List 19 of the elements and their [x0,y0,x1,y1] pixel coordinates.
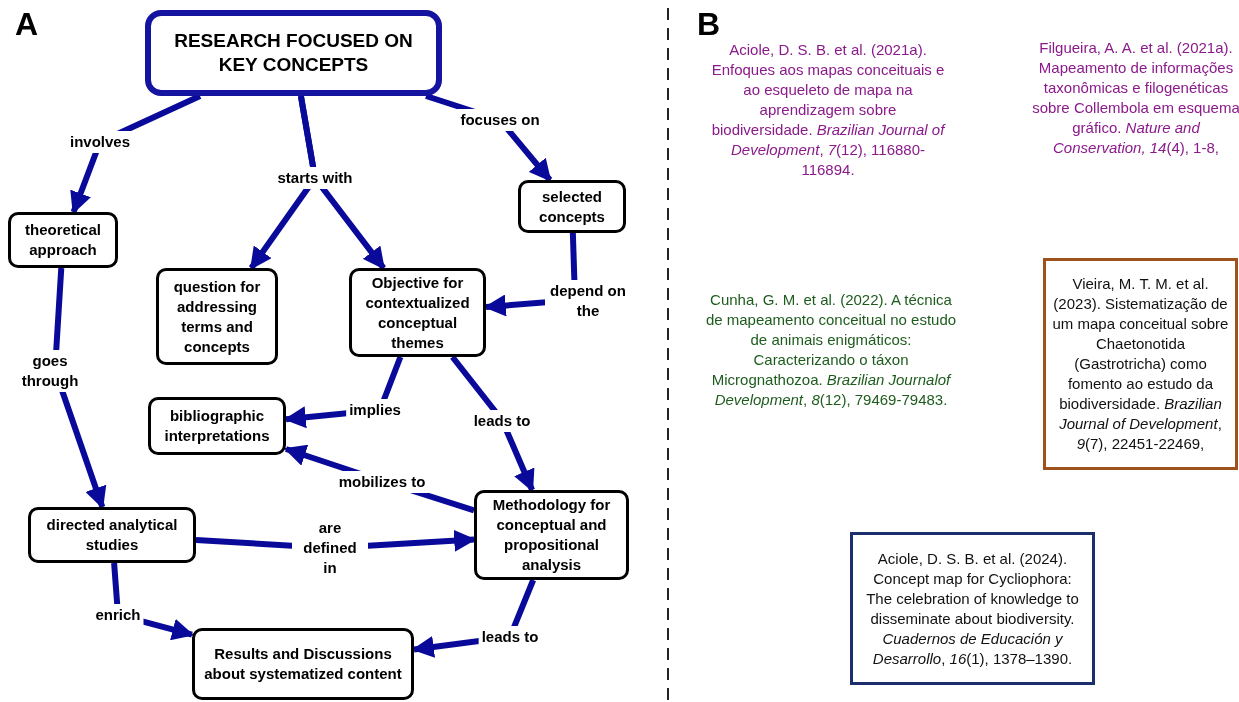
concept-box: Methodology for conceptual and propositional analysis [474,490,629,580]
reference-text: Aciole, D. S. B. et al. (2021a). Enfoques aos mapas conceituais e ao esqueleto de mapa na aprendizagem sobre biodiversidade. Brazilian Journal of Development, 7(12), 116880-116894. [710,40,947,180]
concept-box: directed analytical studies [28,507,196,563]
arrow [450,355,535,492]
reference-text: Filgueira, A. A. et al. (2021a). Mapeamento de informações taxonômicas e filogenéticas sobre Collembola em esquema gráfico. Nature and Conservation, 14(4), 1-8, [1031,38,1239,158]
concept-box: Results and Discussions about systematized content [192,628,414,700]
reference-box: Vieira, M. T. M. et al. (2023). Sistematização de um mapa conceitual sobre Chaetonotida (Gastrotricha) como fomento ao estudo da biodiversidade. Brazilian Journal of Development, 9(7), 22451-22469, [1043,258,1238,470]
arrow [297,95,386,270]
concept-box: selected concepts [518,180,626,233]
panel-letter: B [697,6,721,43]
panel-letter: A [15,6,39,43]
concept-box: Objective for contextualized conceptual themes [349,268,486,357]
concept-box: theoretical approach [8,212,118,268]
edge-label: implies [346,399,404,421]
concept-box: bibliographic interpretations [148,397,286,455]
main-concept-box: RESEARCH FOCUSED ON KEY CONCEPTS [145,10,442,96]
reference-text: Cunha, G. M. et al. (2022). A técnica de mapeamento conceitual no estudo de animais enigmáticos: Caracterizando o táxon Micrognathozoa. Brazilian Journalof Development, 8(12), 79469-79483. [704,290,958,410]
reference-box: Aciole, D. S. B. et al. (2024). Concept map for Cycliophora: The celebration of knowledge to disseminate about biodiversity. Cuadernos de Educación y Desarrollo, 16(1), 1378–1390. [850,532,1095,685]
concept-box: question for addressing terms and concepts [156,268,278,365]
